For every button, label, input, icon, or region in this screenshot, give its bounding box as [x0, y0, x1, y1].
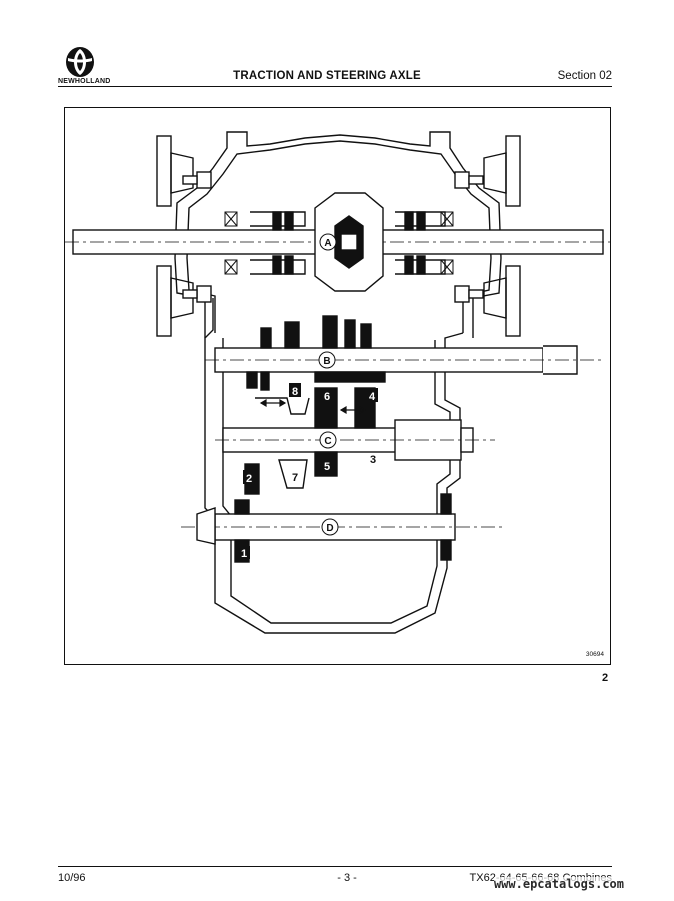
svg-text:A: A [324, 238, 331, 249]
part-number-6: 6 [324, 391, 330, 403]
part-number-5: 5 [324, 461, 330, 473]
part-number-2: 2 [246, 473, 252, 485]
part-number-4: 4 [369, 391, 376, 403]
axle-drawing [65, 131, 612, 634]
footer-rule [58, 866, 612, 867]
axle-cross-section-figure: A B C D 1 2 3 4 5 6 7 8 [64, 107, 612, 665]
figure-number: 2 [602, 672, 609, 684]
footer-page-number: - 3 - [337, 872, 357, 884]
part-number-1: 1 [241, 548, 247, 560]
shaft-label-a: A [319, 233, 337, 251]
svg-text:B: B [323, 356, 330, 367]
shaft-label-b: B [318, 351, 336, 369]
header-rule [58, 86, 612, 87]
watermark-url: www.epcatalogs.com [493, 877, 624, 891]
shaft-labels: A B C D 1 2 3 4 5 6 7 8 [238, 233, 378, 560]
svg-text:D: D [326, 523, 333, 534]
shaft-label-d: D [321, 518, 339, 536]
part-number-9: 9 [246, 371, 252, 383]
brand-name: NEWHOLLAND [58, 78, 111, 85]
document-title: TRACTION AND STEERING AXLE [233, 70, 421, 82]
part-number-7: 7 [292, 472, 298, 484]
part-number-3: 3 [370, 454, 376, 466]
svg-text:C: C [324, 436, 331, 447]
part-number-8: 8 [292, 386, 298, 398]
section-label: Section 02 [557, 70, 612, 82]
figure-code: 30694 [585, 651, 604, 658]
leaf-emblem-icon [66, 47, 94, 77]
footer-date: 10/96 [58, 872, 86, 884]
new-holland-logo: NEWHOLLAND [58, 46, 114, 90]
shaft-label-c: C [319, 431, 337, 449]
